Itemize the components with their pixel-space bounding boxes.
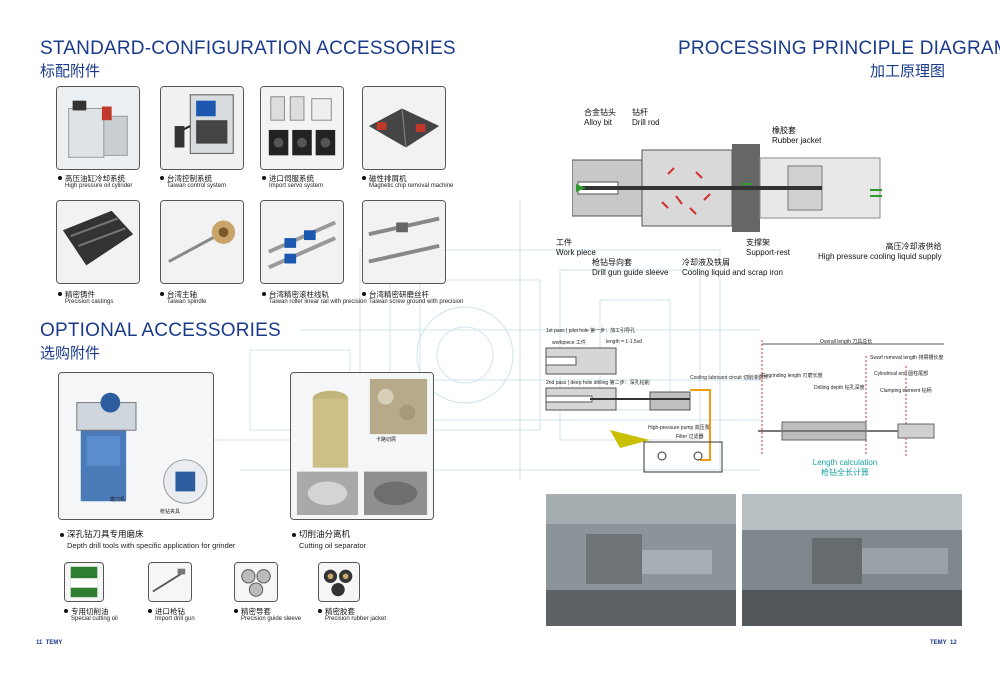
right-brand: TEMY [930,640,947,646]
clamping-label: Clamping element 钻柄 [880,388,932,394]
left-folio: 11 TEMY [36,640,62,646]
cooling-circuit-label: Cooling lubricant circuit 切削液循环 [690,375,769,381]
oil-separator-image [290,372,434,520]
hp-cylinder-image [56,86,140,170]
chip-machine-image [362,86,446,170]
guide-sleeve-image [234,562,278,602]
optional-title-zh: 选购附件 [40,344,101,362]
regrinding-label: Regrinding length 刃磨长度 [762,373,823,379]
filter-label: Filter 过滤器 [676,434,704,440]
drill-gun-image [148,562,192,602]
screw-image [362,200,446,284]
cutting-oil-image [64,562,104,602]
length-calc-diagram [758,340,944,456]
drilling-cross-section-diagram [572,144,882,232]
principle-title-en: PROCESSING PRINCIPLE DIAGRAM [678,38,1000,59]
rubber-jacket-image [318,562,360,602]
right-folio: TEMY 12 [930,640,957,646]
machine-photo-right [742,494,962,626]
overall-length-label: Overall length 刀具总长 [820,339,873,345]
drilling-steps-diagram [545,347,723,473]
linear-rail-image [260,200,344,284]
left-brand: TEMY [45,640,63,646]
castings-image [56,200,140,284]
step2-label: 2nd pass | deep hole drilling 第二步：深孔钻削 [546,380,650,386]
right-page-number: 12 [950,640,957,646]
servo-system-image [260,86,344,170]
swarf-label: Swarf removal length 排屑槽长度 [870,355,944,361]
cyl-end-label: Cylindrical end 圆柱尾部 [874,371,929,377]
standard-title-en: STANDARD-CONFIGURATION ACCESSORIES [40,38,456,59]
grinder-inner-label-1: 磨刀机 [110,497,126,503]
control-system-image [160,86,244,170]
standard-title-zh: 标配附件 [40,62,101,80]
optional-title-en: OPTIONAL ACCESSORIES [40,320,281,341]
step1-label: 1st pass | pilot hole 第一步：加工引导孔 [546,328,636,334]
separator-inner-label: 卡路切屑 [376,437,397,443]
spindle-image [160,200,244,284]
left-page-number: 11 [36,640,43,646]
step-length-label: length = 1-1.5xd [606,339,642,345]
principle-title-zh: 加工原理图 [870,62,946,80]
machine-photo-left [546,494,736,626]
step-workpiece-label: workpiece 工件 [552,340,586,346]
drilling-depth-label: Drilling depth 钻孔深度 [814,385,865,391]
hp-pump-label: High-pressure pump 高压泵 [648,425,710,431]
grinder-image [58,372,214,520]
grinder-inner-label-2: 枪钻夹具 [160,509,181,515]
